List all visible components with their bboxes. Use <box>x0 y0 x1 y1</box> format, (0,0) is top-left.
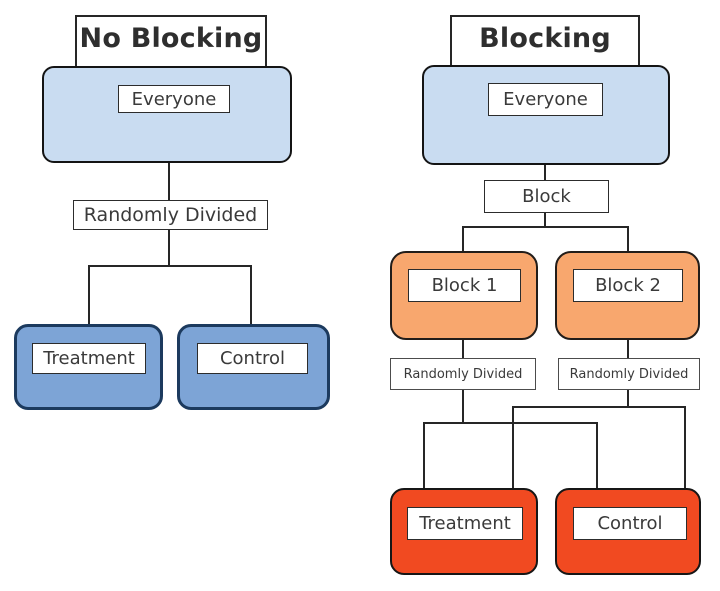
block1-branch-to-treatment <box>423 422 425 488</box>
block2-split-stem <box>627 390 629 408</box>
right-branch-to-block2 <box>627 226 629 251</box>
block1-split-stem <box>462 390 464 424</box>
right-branch-to-block1 <box>462 226 464 251</box>
block1-branch-bar <box>423 422 598 424</box>
block2-randomly-divided-box: Randomly Divided <box>558 358 700 390</box>
right-control-label: Control <box>573 507 687 540</box>
left-control-label: Control <box>197 343 308 374</box>
block2-branch-to-control <box>684 406 686 488</box>
right-block-branch-bar <box>462 226 629 228</box>
right-block-stem <box>544 213 546 228</box>
right-root-connector <box>544 165 546 180</box>
block1-to-split-connector <box>462 340 464 358</box>
left-everyone-panel <box>42 66 292 163</box>
left-split-stem <box>168 230 170 267</box>
left-randomly-divided-box: Randomly Divided <box>73 200 268 230</box>
block2-to-split-connector <box>627 340 629 358</box>
left-branch-bar <box>88 265 252 267</box>
left-branch-to-treatment <box>88 265 90 324</box>
right-block-box: Block <box>484 180 609 213</box>
block2-label: Block 2 <box>573 269 683 302</box>
block1-label: Block 1 <box>408 269 521 302</box>
block1-randomly-divided-box: Randomly Divided <box>390 358 536 390</box>
block2-branch-bar <box>512 406 686 408</box>
left-treatment-label: Treatment <box>32 343 146 374</box>
left-root-connector <box>168 163 170 200</box>
block1-branch-to-control <box>596 422 598 488</box>
left-branch-to-control <box>250 265 252 324</box>
block2-branch-to-treatment <box>512 406 514 488</box>
left-tree-title: No Blocking <box>75 15 267 71</box>
left-everyone-label: Everyone <box>118 85 230 113</box>
right-everyone-label: Everyone <box>488 83 603 116</box>
right-treatment-label: Treatment <box>407 507 523 540</box>
right-tree-title: Blocking <box>450 15 640 69</box>
